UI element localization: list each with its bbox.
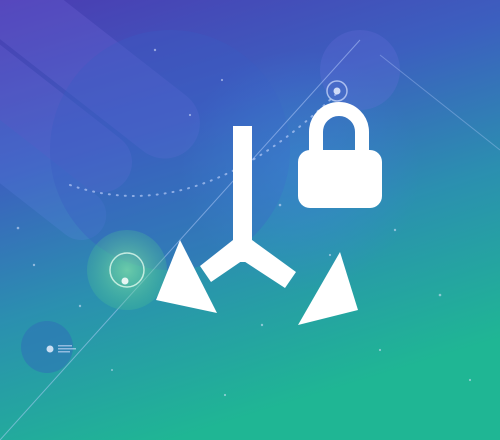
blob xyxy=(320,30,400,110)
dotted-arc xyxy=(69,89,341,197)
padlock-icon xyxy=(298,102,382,208)
node-ring xyxy=(109,252,145,288)
light-streaks xyxy=(0,0,200,241)
node-ring xyxy=(326,80,348,102)
split-arrows-icon xyxy=(156,126,358,325)
mini-text-lines xyxy=(58,345,76,353)
sparkle-dots xyxy=(16,48,472,397)
connector-line xyxy=(379,54,500,151)
node-dot xyxy=(333,87,341,95)
green-glow xyxy=(87,230,167,310)
node-disc xyxy=(21,321,73,373)
node-dot xyxy=(46,345,54,353)
node-dot xyxy=(121,277,129,285)
